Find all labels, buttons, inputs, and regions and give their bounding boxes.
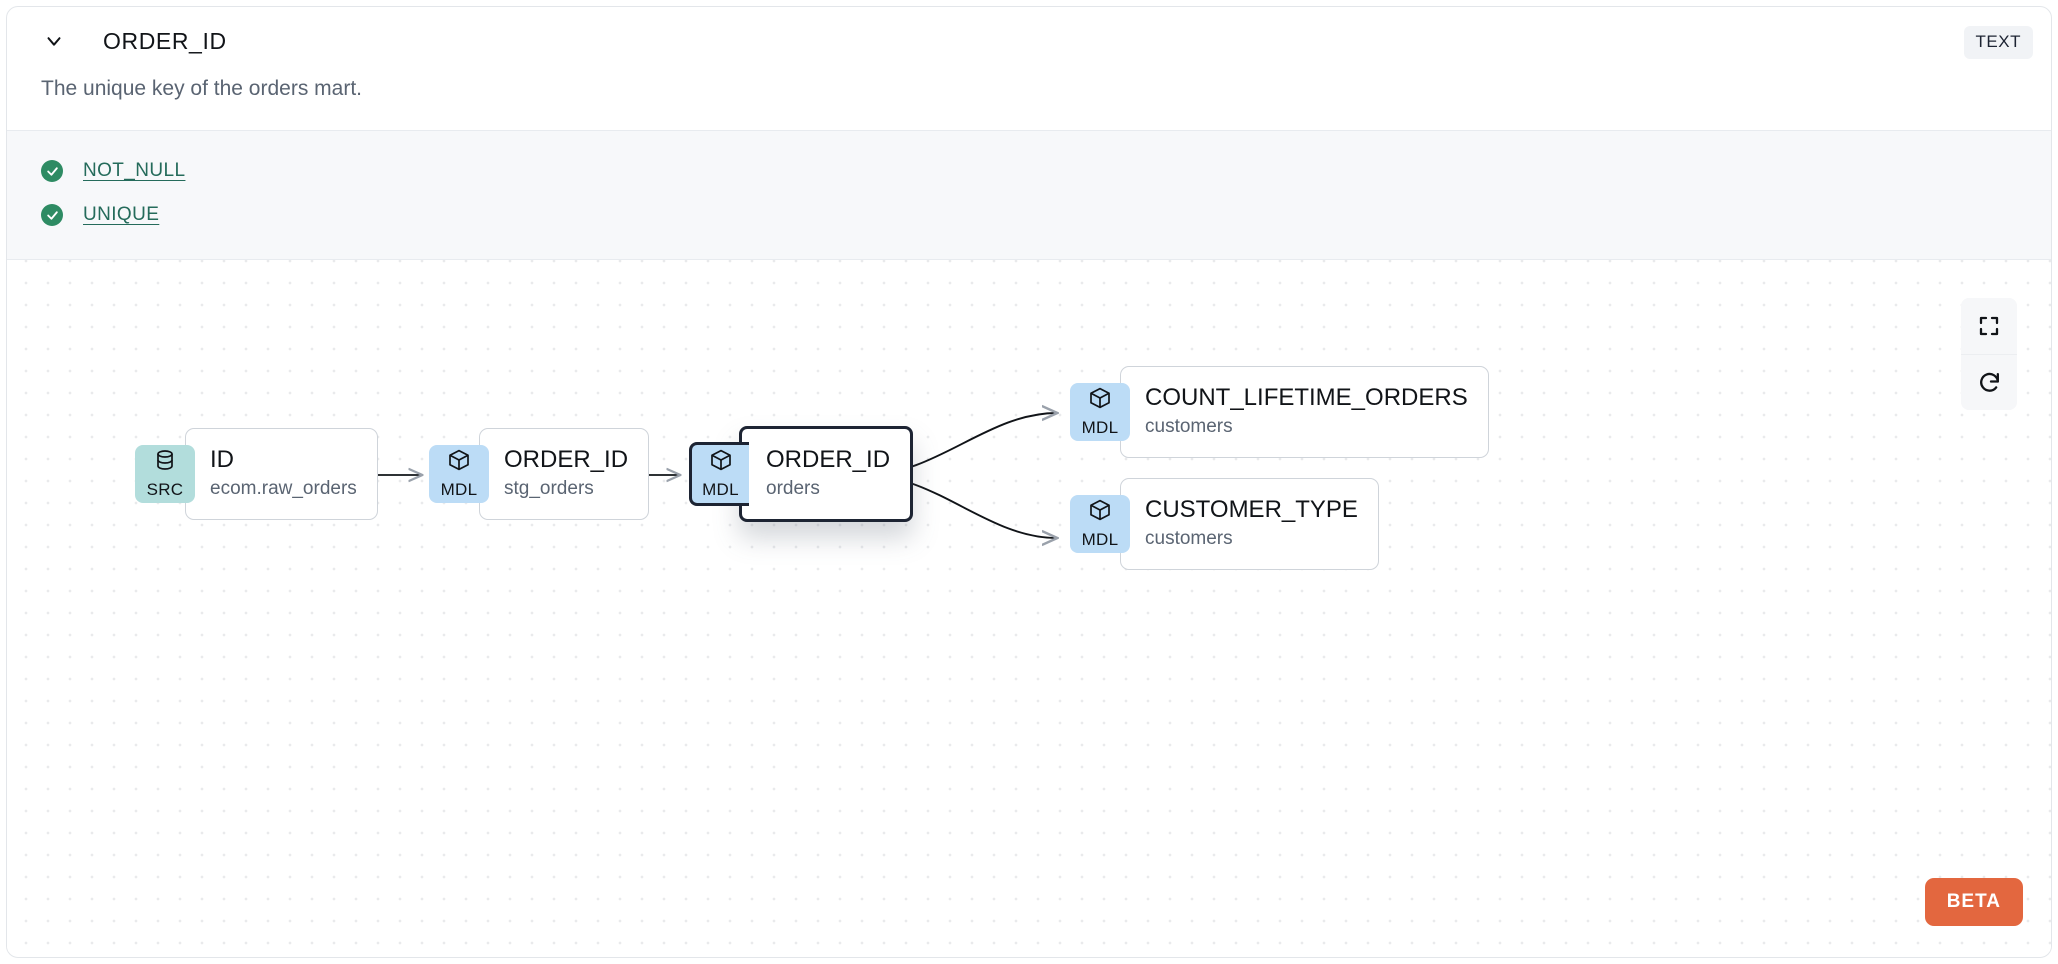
- lineage-node-src-id[interactable]: SRC ID ecom.raw_orders: [135, 428, 378, 521]
- check-circle-icon: [41, 204, 63, 227]
- refresh-icon[interactable]: [1961, 354, 2017, 411]
- node-kind-label: MDL: [1081, 530, 1119, 550]
- test-row: NOT_NULL: [41, 149, 2017, 193]
- node-subtitle: ecom.raw_orders: [210, 478, 357, 500]
- cube-icon: [709, 448, 733, 477]
- cube-icon: [447, 448, 471, 477]
- page-title: ORDER_ID: [103, 27, 227, 54]
- node-subtitle: customers: [1145, 528, 1233, 550]
- check-circle-icon: [41, 160, 63, 183]
- node-subtitle: customers: [1145, 416, 1233, 438]
- cube-icon: [1088, 498, 1112, 527]
- node-body[interactable]: CUSTOMER_TYPE customers: [1120, 478, 1379, 571]
- lineage-node-stg-order-id[interactable]: MDL ORDER_ID stg_orders: [429, 428, 650, 521]
- data-type-badge: TEXT: [1963, 26, 2033, 59]
- node-kind-badge-mdl: MDL: [689, 442, 749, 507]
- node-name: COUNT_LIFETIME_ORDERS: [1145, 384, 1468, 412]
- canvas-controls: [1961, 298, 2017, 411]
- node-kind-label: SRC: [146, 480, 184, 500]
- node-body[interactable]: ORDER_ID stg_orders: [479, 428, 650, 521]
- panel-header: ORDER_ID TEXT: [7, 7, 2051, 75]
- cube-icon: [1088, 386, 1112, 415]
- node-kind-badge-mdl: MDL: [1070, 495, 1130, 554]
- chevron-down-icon[interactable]: [41, 28, 67, 54]
- fullscreen-icon[interactable]: [1961, 298, 2017, 355]
- node-kind-label: MDL: [1081, 418, 1119, 438]
- node-name: CUSTOMER_TYPE: [1145, 496, 1358, 524]
- lineage-canvas[interactable]: SRC ID ecom.raw_orders MDL ORDER_ID stg_…: [7, 260, 2051, 953]
- node-body[interactable]: COUNT_LIFETIME_ORDERS customers: [1120, 366, 1489, 459]
- column-detail-panel: ORDER_ID TEXT The unique key of the orde…: [6, 6, 2052, 958]
- lineage-node-orders-order-id[interactable]: MDL ORDER_ID orders: [689, 426, 914, 523]
- beta-badge[interactable]: BETA: [1924, 878, 2023, 927]
- node-body[interactable]: ORDER_ID orders: [739, 426, 914, 523]
- test-link-not-null[interactable]: NOT_NULL: [83, 160, 186, 182]
- node-body[interactable]: ID ecom.raw_orders: [185, 428, 378, 521]
- test-row: UNIQUE: [41, 193, 2017, 237]
- lineage-node-customer-type[interactable]: MDL CUSTOMER_TYPE customers: [1070, 478, 1379, 571]
- column-description: The unique key of the orders mart.: [41, 77, 362, 100]
- node-kind-label: MDL: [440, 480, 478, 500]
- test-link-unique[interactable]: UNIQUE: [83, 204, 160, 226]
- node-kind-badge-mdl: MDL: [429, 445, 489, 504]
- node-name: ID: [210, 446, 234, 474]
- tests-section: NOT_NULL UNIQUE: [7, 130, 2051, 261]
- node-name: ORDER_ID: [504, 446, 629, 474]
- database-icon: [153, 448, 177, 477]
- node-kind-badge-src: SRC: [135, 445, 195, 504]
- node-kind-badge-mdl: MDL: [1070, 383, 1130, 442]
- node-kind-label: MDL: [702, 480, 739, 500]
- node-name: ORDER_ID: [766, 446, 891, 474]
- lineage-edges: [347, 260, 2051, 952]
- node-subtitle: stg_orders: [504, 478, 594, 500]
- lineage-node-count-lifetime-orders[interactable]: MDL COUNT_LIFETIME_ORDERS customers: [1070, 366, 1489, 459]
- node-subtitle: orders: [766, 478, 820, 500]
